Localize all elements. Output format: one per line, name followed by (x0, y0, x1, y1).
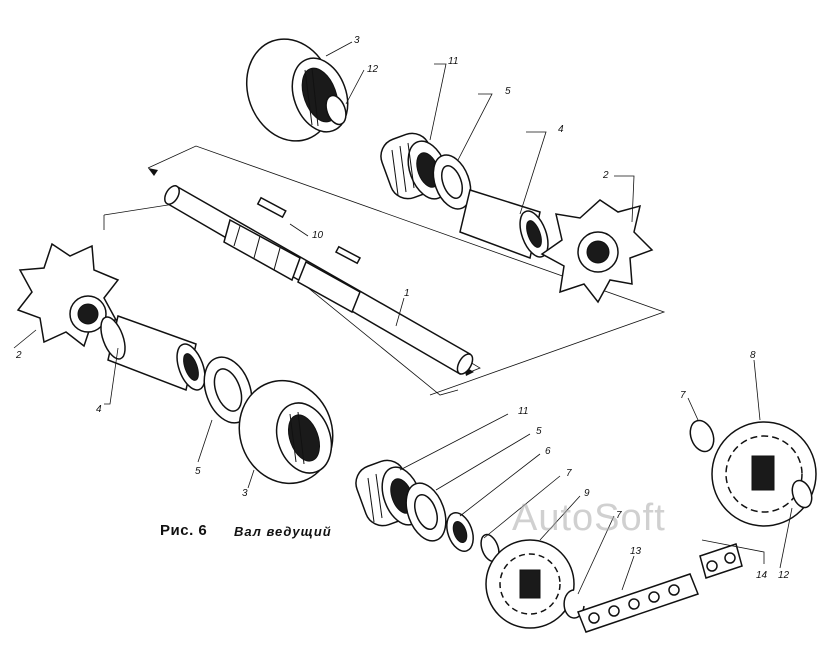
snap-ring-bottom (791, 479, 813, 509)
ring-bottom (405, 482, 447, 542)
label-10: 10 (312, 230, 324, 241)
chain-connecting-link (699, 543, 743, 579)
arrow-right-frame (148, 168, 158, 176)
label-2-right: 2 (602, 170, 609, 181)
label-5-left: 5 (195, 466, 201, 477)
ring-top (432, 154, 472, 210)
label-5-bottom: 5 (536, 426, 542, 437)
label-5-top: 5 (505, 86, 511, 97)
snap-ring-c (689, 419, 715, 453)
shaft-key-lower (334, 245, 362, 265)
watermark: AutoSoft (512, 497, 666, 539)
shaft-key-upper (256, 196, 287, 219)
label-12-top: 12 (367, 64, 379, 75)
label-9: 9 (584, 488, 590, 499)
label-6: 6 (545, 446, 551, 457)
label-13: 13 (630, 546, 642, 557)
main-drive-shaft (164, 184, 474, 376)
assembly-frame-right (147, 145, 666, 396)
label-11-bottom: 11 (518, 406, 528, 417)
label-7-c: 7 (680, 390, 686, 401)
spacer-bushing (446, 512, 474, 552)
roller-sleeve-top (245, 38, 349, 142)
label-14: 14 (756, 570, 768, 581)
chain-sprocket-small (485, 539, 575, 629)
roller-chain (577, 573, 699, 633)
label-8: 8 (750, 350, 756, 361)
label-11-top: 11 (448, 56, 458, 67)
chain-sprocket-large (711, 421, 817, 527)
star-sprocket-right (540, 199, 654, 304)
figure-title: Вал ведущий (234, 524, 332, 539)
roller-sleeve-bottom (238, 379, 334, 485)
label-12-bottom: 12 (778, 570, 790, 581)
label-4-left: 4 (96, 404, 102, 415)
snap-ring-top (325, 94, 347, 126)
label-7-b: 7 (616, 510, 622, 521)
label-3-bottom: 3 (242, 488, 248, 499)
star-sprocket-left (16, 242, 120, 348)
label-7-a: 7 (566, 468, 572, 479)
label-3-top: 3 (354, 35, 360, 46)
figure-number: Рис. 6 (160, 522, 208, 539)
bushing-top (459, 189, 549, 260)
label-2-left: 2 (15, 350, 22, 361)
leader-lines (13, 41, 793, 595)
label-4-right: 4 (558, 124, 564, 135)
bushing-left (100, 315, 206, 392)
label-1: 1 (404, 288, 410, 299)
